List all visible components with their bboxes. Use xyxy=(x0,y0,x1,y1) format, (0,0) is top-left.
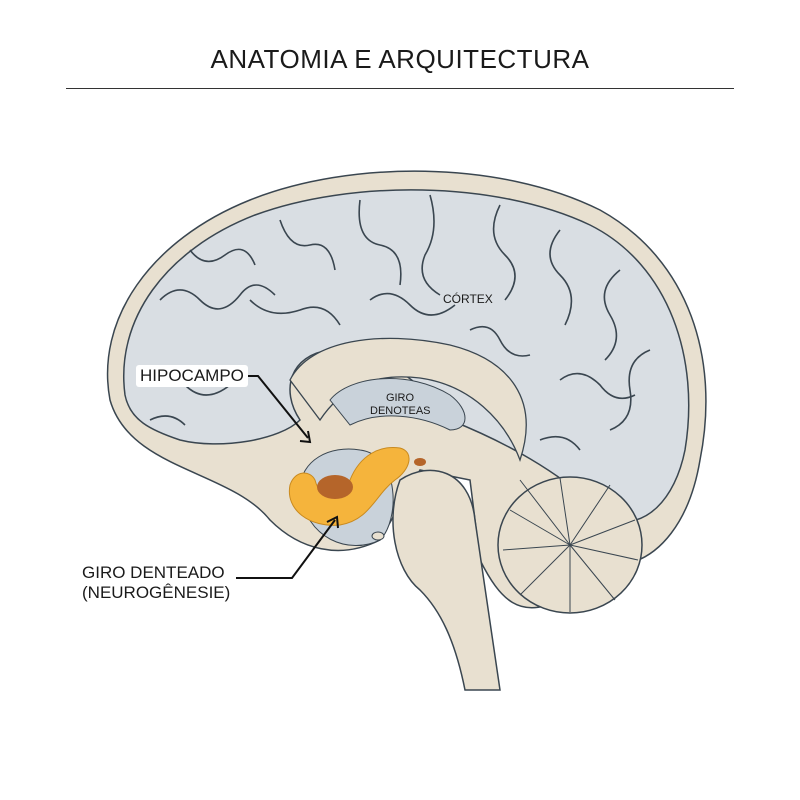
title-divider xyxy=(66,88,734,89)
brainstem xyxy=(392,469,501,691)
label-giro-denteado-line1: GIRO DENTEADO xyxy=(82,563,225,582)
label-hipocampo: HIPOCAMPO xyxy=(136,365,248,387)
small-nucleus xyxy=(414,458,426,466)
label-cortex: CÓRTEX xyxy=(443,292,493,306)
nodule xyxy=(371,531,385,541)
label-giro-denoteas-line2: DENOTEAS xyxy=(370,405,431,417)
label-giro-denteado: GIRO DENTEADO (NEUROGÊNESIE) xyxy=(82,563,230,603)
cerebellum xyxy=(497,476,643,614)
diagram-title: ANATOMIA E ARQUITECTURA xyxy=(210,44,590,74)
ventricle xyxy=(329,378,466,431)
label-arrows xyxy=(236,375,339,579)
label-giro-denteado-line2: (NEUROGÊNESIE) xyxy=(82,583,231,602)
label-giro-denoteas-line1: GIRO xyxy=(385,392,415,404)
label-giro-denoteas: GIRO DENOTEAS xyxy=(370,392,431,418)
hippocampus-core xyxy=(317,475,353,499)
